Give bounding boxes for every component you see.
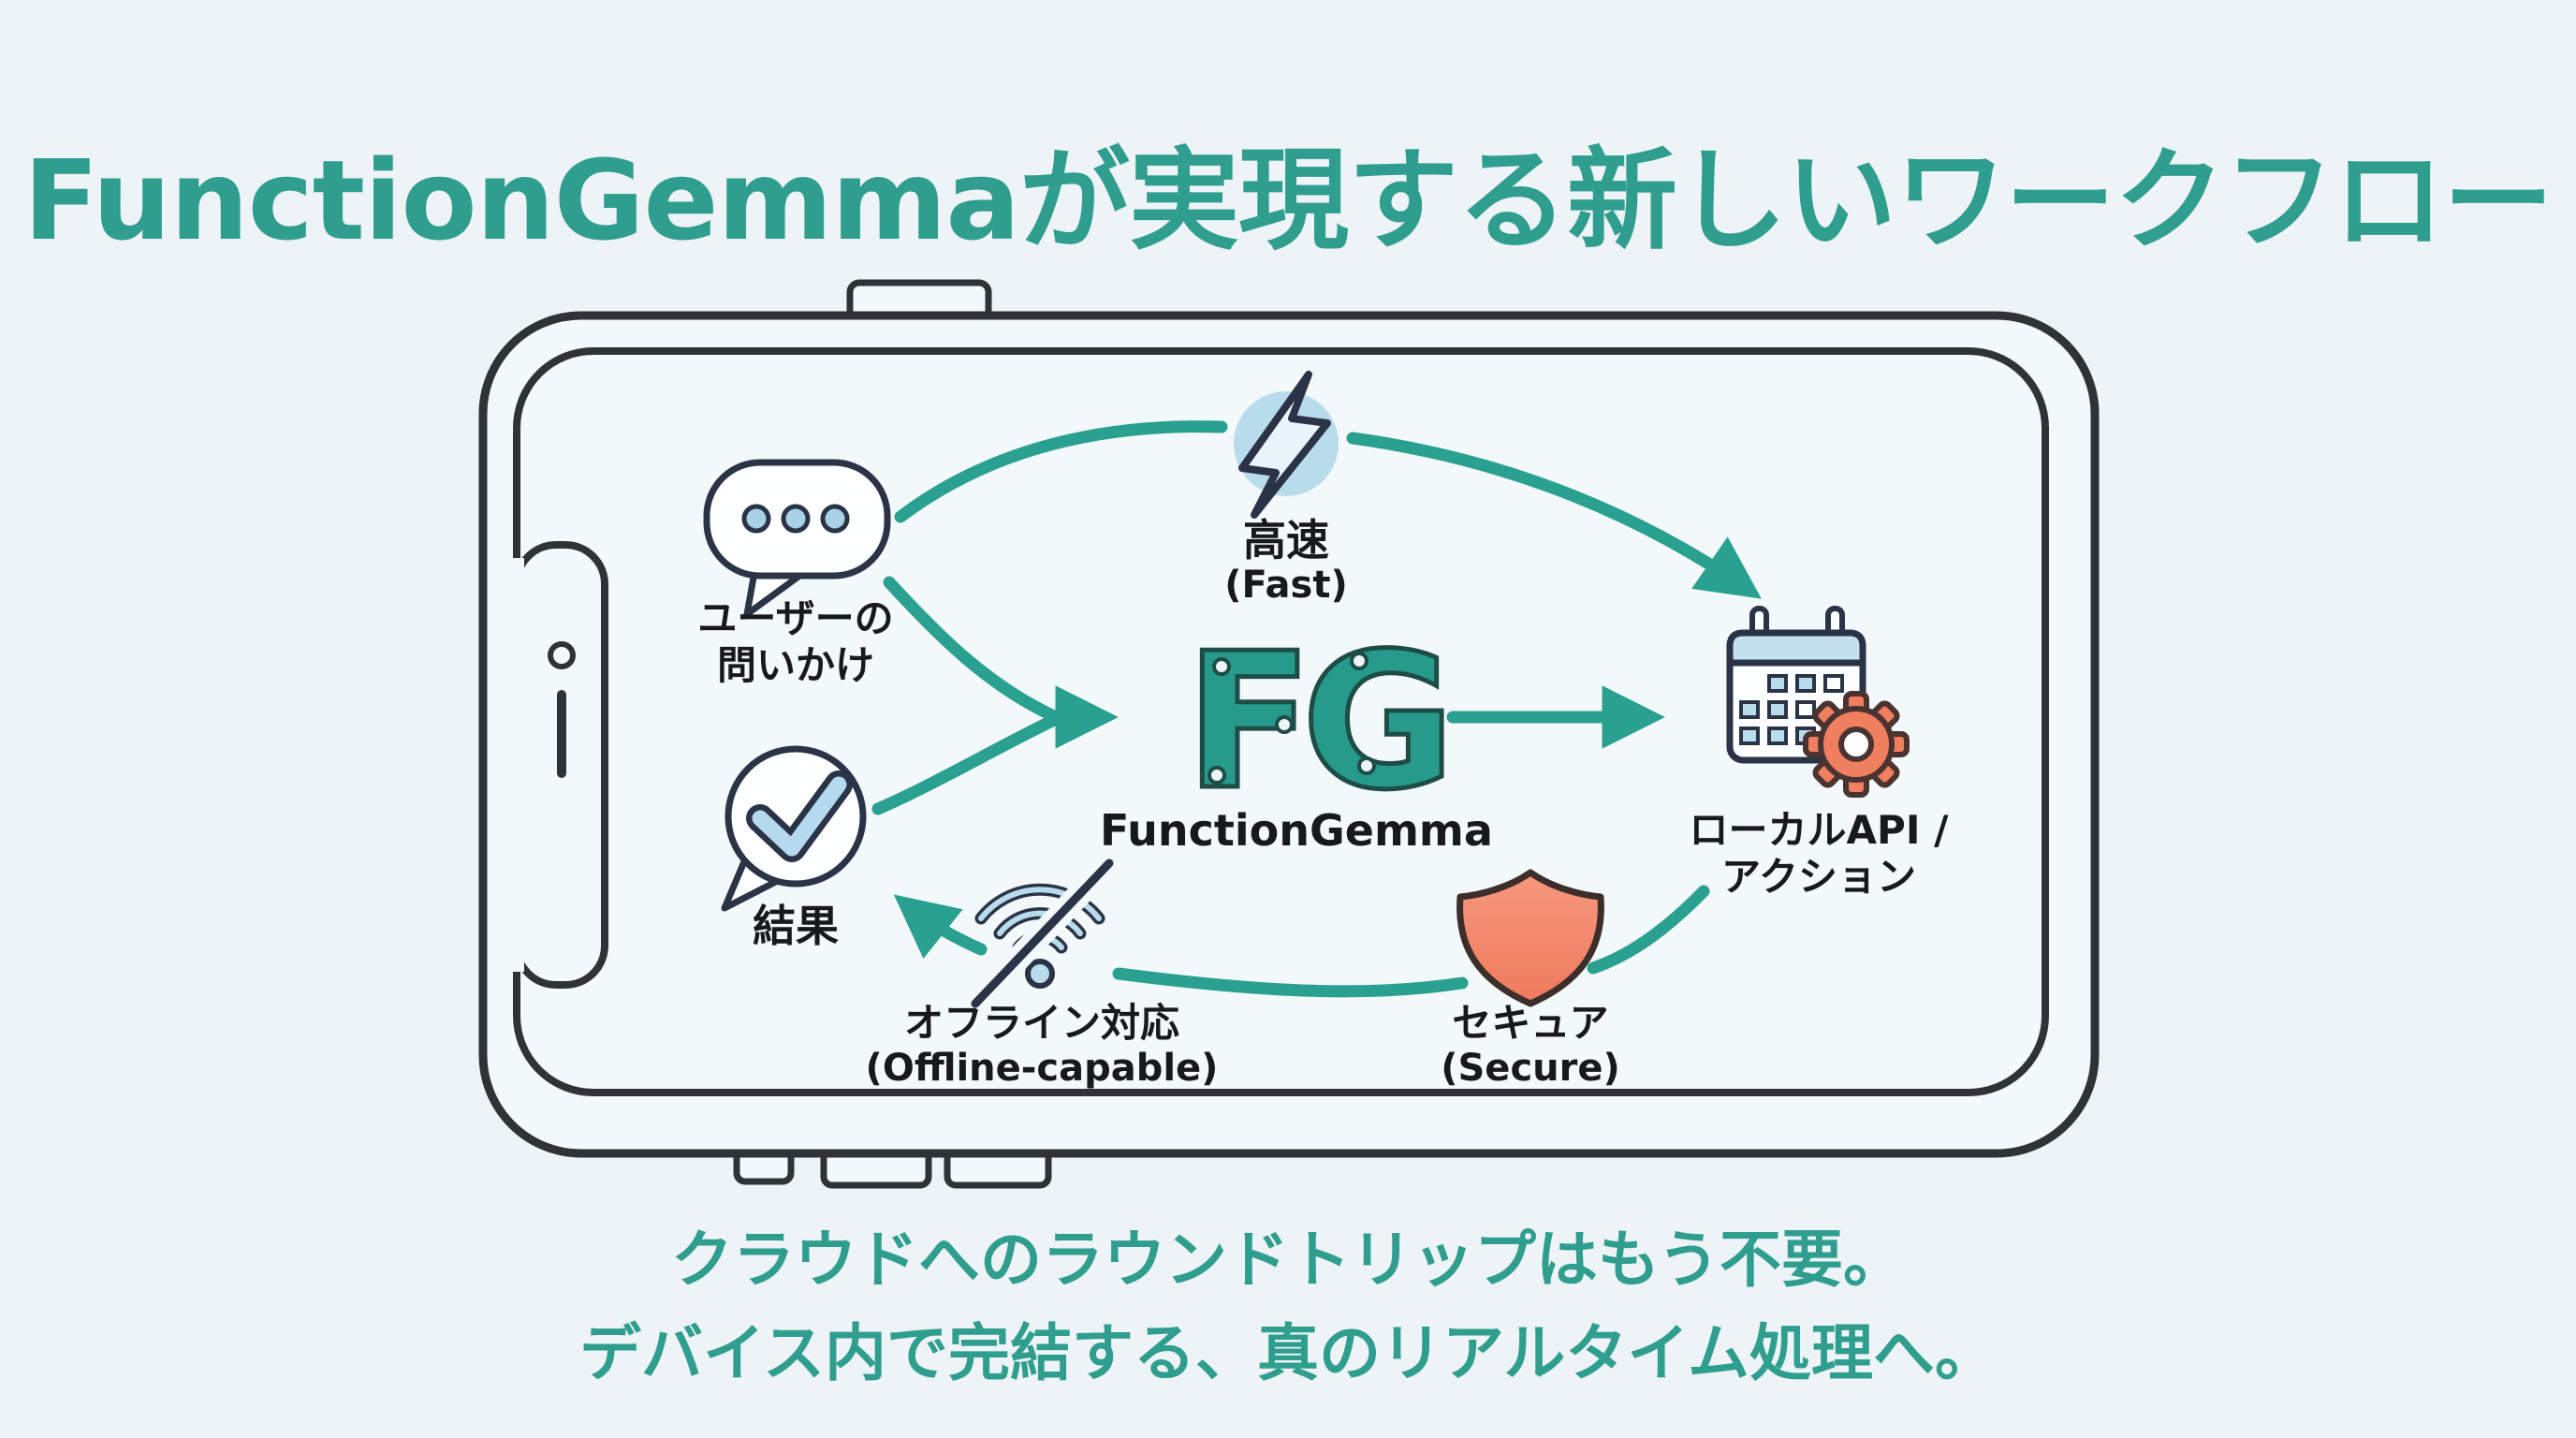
functiongemma-label: FunctionGemma [1100,805,1493,856]
arrow-secure-to-offline [1112,967,1469,998]
slash-line [971,858,1114,1008]
local-api-line2: アクション [1721,853,1916,900]
check-bubble-icon [721,745,867,912]
gear-icon [1803,691,1910,798]
circuit-node-icon [1357,756,1376,775]
user-query-line2: 問いかけ [716,641,874,688]
arrow-api-to-secure [1587,885,1710,975]
functiongemma-logo: FG [1183,611,1458,834]
fast-sublabel: (Fast) [1224,564,1348,607]
logo-text: FG [1185,613,1444,831]
arrow-merge-lower-branch [871,712,1062,815]
fast-label: 高速 [1243,515,1329,565]
local-api-line1: ローカルAPI / [1689,807,1949,853]
result-label: 結果 [753,901,839,951]
chat-bubble-icon [703,459,891,618]
camera-icon [548,641,576,669]
shield-icon [1456,869,1604,1007]
circuit-node-icon [1208,766,1226,785]
secure-label: セキュア [1452,1000,1609,1046]
footer-line2: デバイス内で完結する、真のリアルタイム処理へ。 [578,1317,1998,1389]
arrow-offline-to-result [893,894,988,960]
page-title: FunctionGemmaが実現する新しいワークフロー [22,136,2554,265]
circuit-node-icon [1275,715,1294,734]
arrow-user-to-fast [894,420,1228,523]
offline-label: オフライン対応 [903,1000,1179,1046]
wifi-off-icon [963,851,1121,1016]
user-query-label: ユーザーの 問いかけ [655,595,936,688]
local-api-label: ローカルAPI / アクション [1678,807,1959,900]
arrow-user-to-fg [883,576,1062,724]
arrow-fast-to-api [1346,432,1762,599]
offline-sublabel: (Offline-capable) [865,1047,1219,1090]
notch-mask [513,558,524,972]
user-query-line1: ユーザーの [697,595,894,641]
lightning-icon [1234,371,1339,519]
circuit-node-icon [1212,657,1231,676]
secure-sublabel: (Secure) [1441,1047,1620,1090]
footer-line1: クラウドへのラウンドトリップはもう不要。 [670,1224,1906,1296]
circuit-node-icon [1350,652,1368,670]
